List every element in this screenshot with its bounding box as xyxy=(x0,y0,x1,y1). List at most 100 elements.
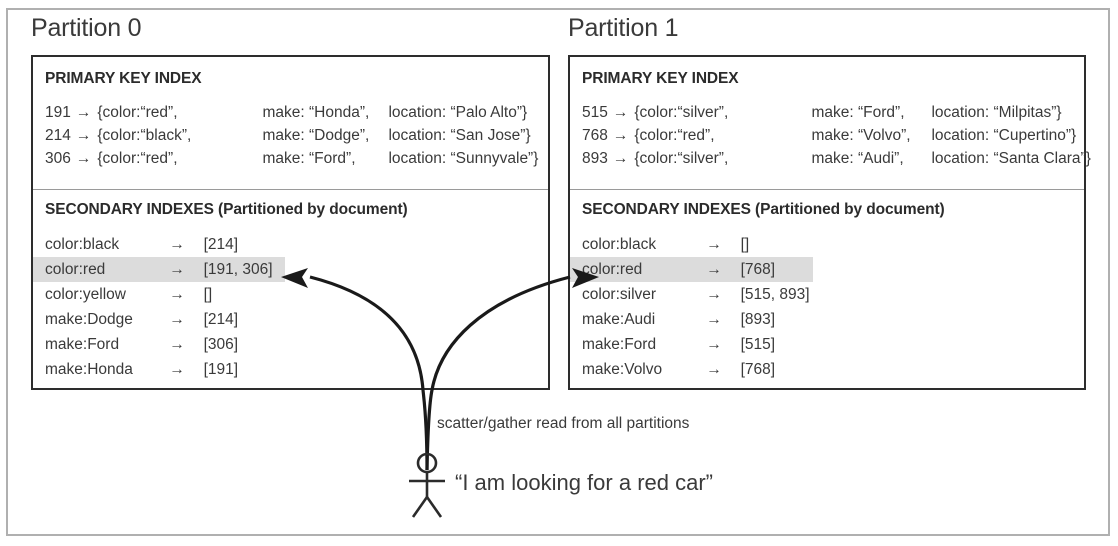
list-item: make:Audi → [893] xyxy=(570,307,1084,332)
pk-open-brace: {color: xyxy=(97,150,141,167)
pk-make-label: make: xyxy=(262,104,305,121)
list-item: make:Ford → [306] xyxy=(33,332,548,357)
list-item: make:Ford → [515] xyxy=(570,332,1084,357)
right-arrow-icon: → xyxy=(169,311,185,328)
pk-location-label: location: xyxy=(931,150,990,167)
pk-make-value: “Volvo”, xyxy=(858,127,911,144)
right-arrow-icon: → xyxy=(706,336,722,353)
secondary-index-key: make:Ford xyxy=(45,336,120,353)
pk-make-field: make: “Ford”, xyxy=(262,147,388,170)
pk-open-brace: {color: xyxy=(634,104,678,121)
pk-location-field: location: “Cupertino”} xyxy=(931,124,1076,147)
right-arrow-icon: → xyxy=(612,127,629,144)
table-row: 893 → {color: “silver”, make: “Audi”, lo… xyxy=(582,147,1091,170)
secondary-index-value: [191] xyxy=(203,361,239,378)
figure-outer-border xyxy=(6,8,1110,536)
list-item: color:yellow → [] xyxy=(33,282,548,307)
pk-location-value: “Cupertino”} xyxy=(993,127,1077,144)
pk-location-label: location: xyxy=(931,127,990,144)
pk-location-field: location: “Sunnyvale”} xyxy=(388,147,538,170)
pk-location-value: “San Jose”} xyxy=(450,127,531,144)
pk-location-field: location: “Milpitas”} xyxy=(931,101,1061,124)
pk-make-field: make: “Ford”, xyxy=(811,101,931,124)
pk-id: 768 xyxy=(582,127,608,144)
right-arrow-icon: → xyxy=(169,236,185,253)
pk-location-field: location: “Santa Clara”} xyxy=(931,147,1090,170)
partition-1-secondary-index-rows: color:black → [] color:red → [768] color… xyxy=(570,232,1084,382)
secondary-index-value: [] xyxy=(740,236,750,253)
secondary-index-value: [768] xyxy=(740,261,776,278)
secondary-index-key: color:red xyxy=(582,261,643,278)
pk-make-value: “Ford”, xyxy=(309,150,356,167)
secondary-index-value: [893] xyxy=(740,311,776,328)
partition-1-secondary-index-heading: SECONDARY INDEXES (Partitioned by docume… xyxy=(582,201,945,218)
list-item: make:Honda → [191] xyxy=(33,357,548,382)
user-query-quote: “I am looking for a red car” xyxy=(455,470,713,495)
right-arrow-icon: → xyxy=(612,150,629,167)
pk-make-label: make: xyxy=(262,150,305,167)
pk-location-value: “Palo Alto”} xyxy=(450,104,528,121)
partition-0-primary-index-rows: 191 → {color: “red”, make: “Honda”, loca… xyxy=(45,101,538,170)
partition-0-panel: PRIMARY KEY INDEX 191 → {color: “red”, m… xyxy=(31,55,550,390)
pk-open-brace: {color: xyxy=(97,127,141,144)
table-row: 515 → {color: “silver”, make: “Ford”, lo… xyxy=(582,101,1091,124)
secondary-index-key: make:Ford xyxy=(582,336,657,353)
table-row: 214 → {color: “black”, make: “Dodge”, lo… xyxy=(45,124,538,147)
table-row: 768 → {color: “red”, make: “Volvo”, loca… xyxy=(582,124,1091,147)
right-arrow-icon: → xyxy=(169,286,185,303)
pk-location-field: location: “San Jose”} xyxy=(388,124,530,147)
pk-id: 191 xyxy=(45,104,71,121)
pk-open-brace: {color: xyxy=(97,104,141,121)
pk-make-label: make: xyxy=(811,127,854,144)
partition-1-panel: PRIMARY KEY INDEX 515 → {color: “silver”… xyxy=(568,55,1091,390)
scatter-gather-label: scatter/gather read from all partitions xyxy=(437,415,690,432)
pk-make-value: “Audi”, xyxy=(858,150,904,167)
pk-location-value: “Santa Clara”} xyxy=(993,150,1091,167)
partition-1-primary-key-index: PRIMARY KEY INDEX 515 → {color: “silver”… xyxy=(570,57,1091,190)
right-arrow-icon: → xyxy=(169,361,185,378)
pk-make-value: “Dodge”, xyxy=(309,127,370,144)
partition-0-secondary-indexes: SECONDARY INDEXES (Partitioned by docume… xyxy=(33,190,548,388)
partition-0-title: Partition 0 xyxy=(31,14,142,42)
pk-open-brace: {color: xyxy=(634,127,678,144)
list-item: color:silver → [515, 893] xyxy=(570,282,1084,307)
pk-make-label: make: xyxy=(811,104,854,121)
right-arrow-icon: → xyxy=(75,104,92,121)
table-row: 191 → {color: “red”, make: “Honda”, loca… xyxy=(45,101,538,124)
list-item: make:Dodge → [214] xyxy=(33,307,548,332)
right-arrow-icon: → xyxy=(706,311,722,328)
right-arrow-icon: → xyxy=(706,236,722,253)
pk-make-label: make: xyxy=(811,150,854,167)
right-arrow-icon: → xyxy=(169,336,185,353)
partition-1-secondary-indexes: SECONDARY INDEXES (Partitioned by docume… xyxy=(570,190,1084,388)
pk-id: 893 xyxy=(582,150,608,167)
secondary-index-key: color:yellow xyxy=(45,286,126,303)
secondary-index-value: [515] xyxy=(740,336,776,353)
pk-color-value: “silver”, xyxy=(677,104,729,121)
pk-color-value: “red”, xyxy=(140,104,178,121)
right-arrow-icon: → xyxy=(169,261,185,278)
right-arrow-icon: → xyxy=(706,286,722,303)
secondary-index-value: [768] xyxy=(740,361,776,378)
right-arrow-icon: → xyxy=(612,104,629,121)
secondary-index-value: [214] xyxy=(203,311,239,328)
partition-0-secondary-index-rows: color:black → [214] color:red → [191, 30… xyxy=(33,232,548,382)
secondary-index-value: [214] xyxy=(203,236,239,253)
secondary-index-key: make:Honda xyxy=(45,361,133,378)
pk-location-field: location: “Palo Alto”} xyxy=(388,101,527,124)
pk-location-label: location: xyxy=(388,104,447,121)
partition-1-title: Partition 1 xyxy=(568,14,679,42)
pk-make-label: make: xyxy=(262,127,305,144)
list-item: color:black → [] xyxy=(570,232,1084,257)
pk-id: 306 xyxy=(45,150,71,167)
partition-1-primary-index-rows: 515 → {color: “silver”, make: “Ford”, lo… xyxy=(582,101,1091,170)
right-arrow-icon: → xyxy=(706,261,722,278)
secondary-index-key: make:Volvo xyxy=(582,361,663,378)
secondary-index-key: make:Audi xyxy=(582,311,656,328)
pk-make-field: make: “Dodge”, xyxy=(262,124,388,147)
pk-location-value: “Milpitas”} xyxy=(993,104,1062,121)
partition-0-primary-key-index: PRIMARY KEY INDEX 191 → {color: “red”, m… xyxy=(33,57,548,190)
partition-1-primary-index-heading: PRIMARY KEY INDEX xyxy=(582,70,739,87)
pk-location-label: location: xyxy=(931,104,990,121)
